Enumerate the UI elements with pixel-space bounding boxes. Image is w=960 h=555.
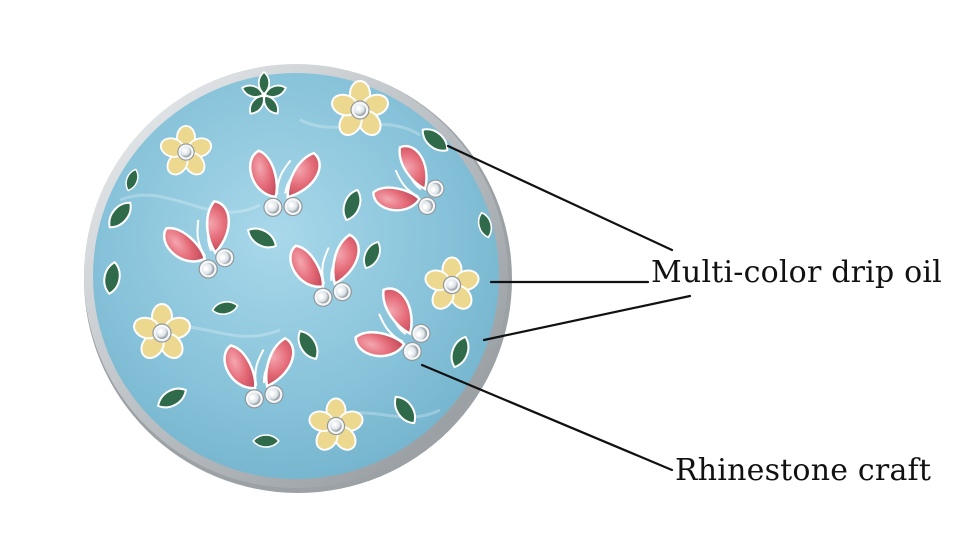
callout-label-drip-oil: Multi-color drip oil bbox=[651, 255, 942, 290]
leader-line-drip-oil-1 bbox=[446, 144, 674, 252]
callout-lines bbox=[420, 144, 692, 472]
leader-line-rhinestone bbox=[420, 363, 674, 472]
leader-line-drip-oil-3 bbox=[482, 294, 692, 342]
callout-label-rhinestone: Rhinestone craft bbox=[675, 453, 932, 488]
